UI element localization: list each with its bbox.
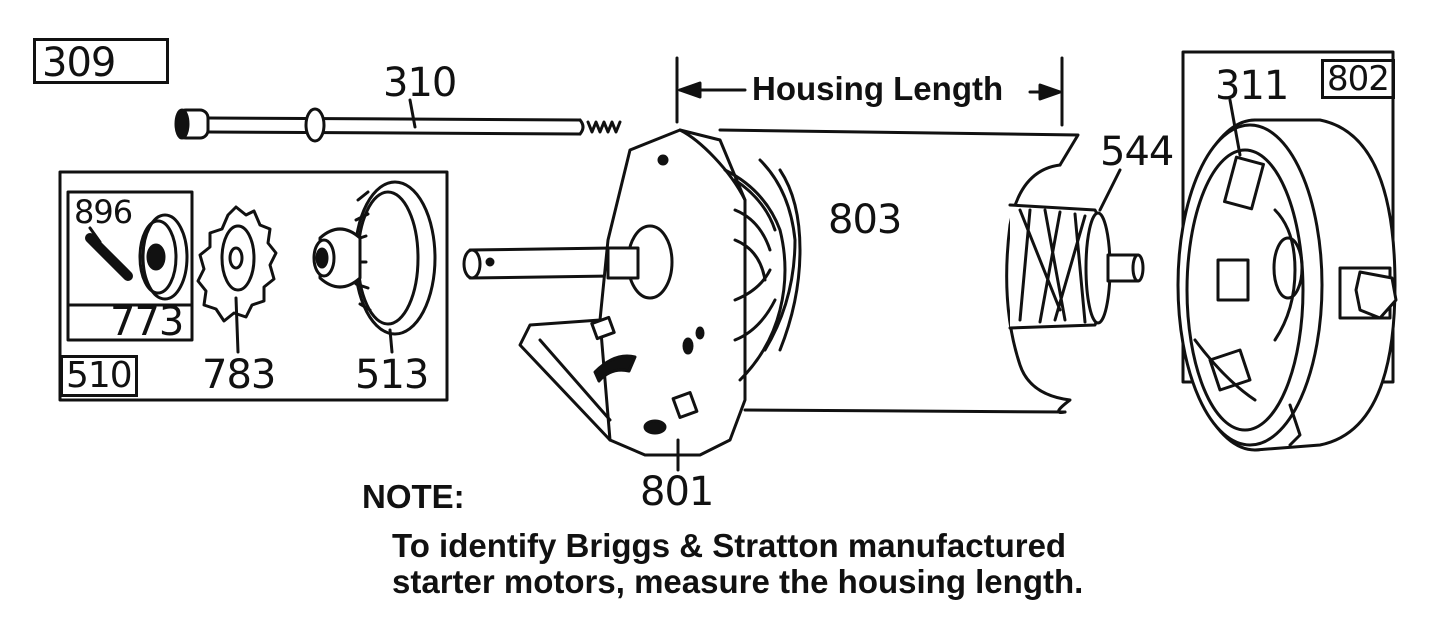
part-label-896: 896 (74, 193, 133, 231)
armature-drawing (1008, 168, 1145, 330)
part-label-801: 801 (640, 469, 714, 515)
through-bolt-drawing (174, 98, 622, 143)
part-label-310: 310 (383, 60, 457, 106)
note-line-2: starter motors, measure the housing leng… (392, 563, 1084, 600)
part-label-311: 311 (1215, 63, 1289, 109)
drive-kit-box-drawing (58, 170, 449, 402)
commutator-end-cap-drawing (1176, 50, 1398, 452)
part-label-773: 773 (110, 299, 184, 345)
part-label-510: 510 (60, 355, 138, 397)
housing-length-label: Housing Length (752, 70, 1004, 107)
part-label-802: 802 (1321, 59, 1395, 99)
part-label-544: 544 (1100, 129, 1174, 175)
housing-length-dimension (675, 56, 1064, 127)
note-title: NOTE: (362, 478, 465, 515)
note-body: To identify Briggs & Stratton manufactur… (392, 528, 1083, 600)
part-label-783: 783 (202, 352, 276, 398)
part-label-513: 513 (355, 352, 429, 398)
part-label-309: 309 (33, 38, 169, 84)
drive-end-cap-drawing (462, 128, 747, 472)
part-label-803: 803 (828, 197, 902, 243)
note-line-1: To identify Briggs & Stratton manufactur… (392, 527, 1067, 564)
motor-housing-drawing (718, 128, 1080, 414)
